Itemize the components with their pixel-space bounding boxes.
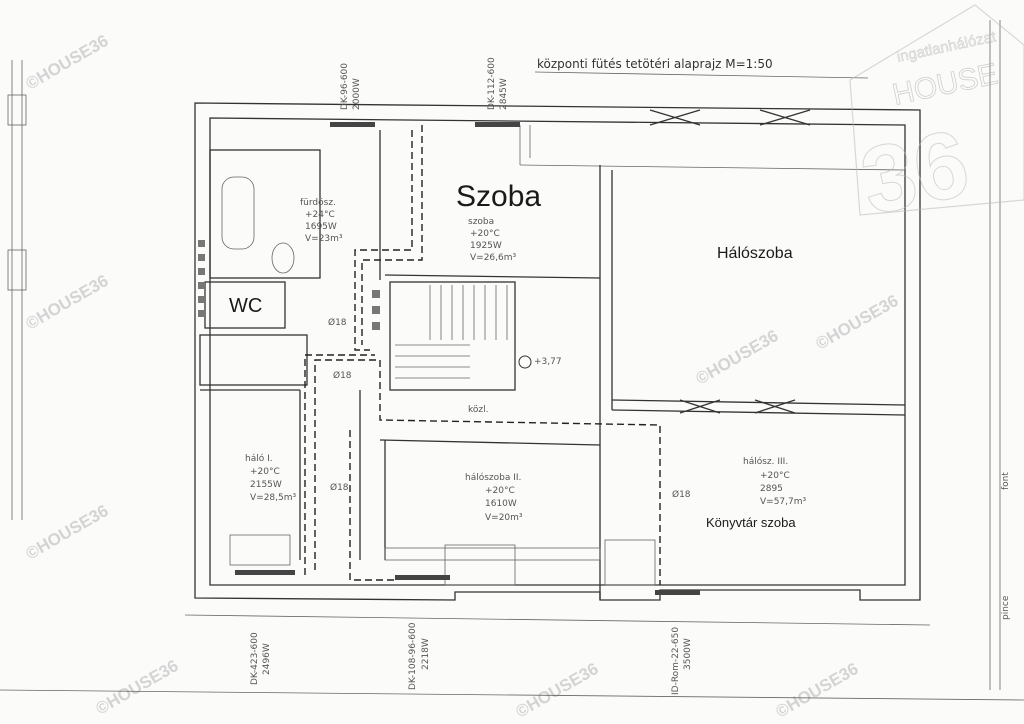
radiator-type: DK-108-96-600 bbox=[408, 622, 418, 690]
room-label-wc: WC bbox=[229, 295, 262, 317]
radiator-type: ID-Rom-22-650 bbox=[671, 627, 681, 695]
radiator-power: 3500W bbox=[683, 638, 693, 670]
room-power: 1695W bbox=[305, 222, 337, 232]
room-fürdő: fürdösz. +24°C 1695W V=23m³ bbox=[300, 198, 343, 244]
room-volume: V=57,7m³ bbox=[760, 497, 807, 507]
room-temp: +20°C bbox=[760, 471, 790, 481]
side-note: pince bbox=[1001, 595, 1011, 620]
watermark-text: ©HOUSE36 bbox=[773, 659, 862, 721]
house36-logo: ingatlanhálózat HOUSE 36 bbox=[849, 4, 1024, 236]
logo-text: HOUSE bbox=[890, 57, 1001, 111]
stair-label: közl. bbox=[468, 405, 488, 415]
room-haloszoba-2: hálószoba II. +20°C 1610W V=20m³ bbox=[465, 472, 523, 523]
staircase bbox=[389, 281, 516, 391]
watermark-text: ©HOUSE36 bbox=[23, 271, 112, 333]
room-volume: V=23m³ bbox=[305, 234, 343, 244]
room-name: fürdösz. bbox=[300, 198, 336, 208]
room-name: háló I. bbox=[245, 453, 273, 464]
room-label-konyvtar: Könyvtár szoba bbox=[706, 515, 796, 530]
pipe-diameter: Ø18 bbox=[328, 317, 347, 328]
room-temp: +20°C bbox=[485, 486, 515, 496]
radiator-bottom-1 bbox=[235, 570, 295, 575]
radiator-top-2 bbox=[475, 122, 520, 127]
watermark-text: ©HOUSE36 bbox=[23, 501, 112, 563]
watermark-text: ©HOUSE36 bbox=[23, 31, 112, 93]
room-label-szoba: Szoba bbox=[456, 180, 541, 213]
level-mark: +3,77 bbox=[534, 357, 562, 367]
level-marker-icon bbox=[518, 355, 532, 369]
room-power: 1925W bbox=[470, 241, 502, 251]
watermark-text: ©HOUSE36 bbox=[513, 659, 602, 721]
drawing-title: központi fütés tetötéri alaprajz M=1:50 bbox=[537, 57, 773, 71]
pipe-diameters: Ø18 Ø18 Ø18 Ø18 bbox=[328, 317, 691, 500]
outer-walls bbox=[184, 102, 931, 626]
watermark-text: ©HOUSE36 bbox=[693, 326, 782, 388]
room-power: 2895 bbox=[760, 484, 783, 494]
room-power: 2155W bbox=[250, 480, 282, 490]
room-halosz-3: hálósz. III. +20°C 2895 V=57,7m³ bbox=[743, 456, 807, 507]
room-szoba: szoba +20°C 1925W V=26,6m³ bbox=[468, 217, 517, 263]
room-temp: +24°C bbox=[305, 210, 335, 220]
room-temp: +20°C bbox=[250, 467, 280, 477]
watermark-layer: ©HOUSE36 ©HOUSE36 ©HOUSE36 ©HOUSE36 ©HOUSE36… bbox=[23, 31, 902, 721]
radiator-type: DK-423-600 bbox=[250, 632, 260, 685]
radiator-power: 2000W bbox=[352, 78, 362, 110]
side-note: font bbox=[1001, 472, 1011, 490]
room-volume: V=28,5m³ bbox=[250, 493, 297, 503]
pipe-diameter: Ø18 bbox=[330, 482, 349, 493]
partitions bbox=[199, 130, 906, 600]
pipe-diameter: Ø18 bbox=[672, 489, 691, 500]
pipe-diameter: Ø18 bbox=[333, 370, 352, 381]
windows bbox=[198, 109, 811, 595]
left-margin-lines bbox=[0, 20, 1024, 701]
room-volume: V=26,6m³ bbox=[470, 253, 517, 263]
room-name: hálószoba II. bbox=[465, 472, 521, 483]
radiator-bottom-3 bbox=[655, 590, 700, 595]
room-name: szoba bbox=[468, 217, 494, 227]
room-power: 1610W bbox=[485, 499, 517, 509]
radiator-top-1 bbox=[330, 122, 375, 127]
watermark-text: ©HOUSE36 bbox=[93, 656, 182, 718]
watermark-text: ©HOUSE36 bbox=[813, 291, 902, 353]
radiator-type: DK-96-600 bbox=[340, 63, 350, 110]
room-temp: +20°C bbox=[470, 229, 500, 239]
heating-pipes bbox=[304, 125, 661, 585]
radiator-power: 2845W bbox=[499, 78, 509, 110]
room-halo-1: háló I. +20°C 2155W V=28,5m³ bbox=[245, 453, 297, 503]
logo-text: 36 bbox=[852, 110, 977, 236]
radiator-type: DK-112-600 bbox=[487, 57, 497, 110]
radiator-bottom-2 bbox=[395, 575, 450, 580]
radiator-labels: DK-96-600 2000W DK-112-600 2845W DK-423-… bbox=[250, 57, 693, 695]
room-name: hálósz. III. bbox=[743, 456, 788, 467]
radiator-power: 2218W bbox=[421, 638, 431, 670]
room-volume: V=20m³ bbox=[485, 513, 523, 523]
radiator-power: 2496W bbox=[262, 643, 272, 675]
room-label-haloszoba: Hálószoba bbox=[717, 245, 793, 262]
